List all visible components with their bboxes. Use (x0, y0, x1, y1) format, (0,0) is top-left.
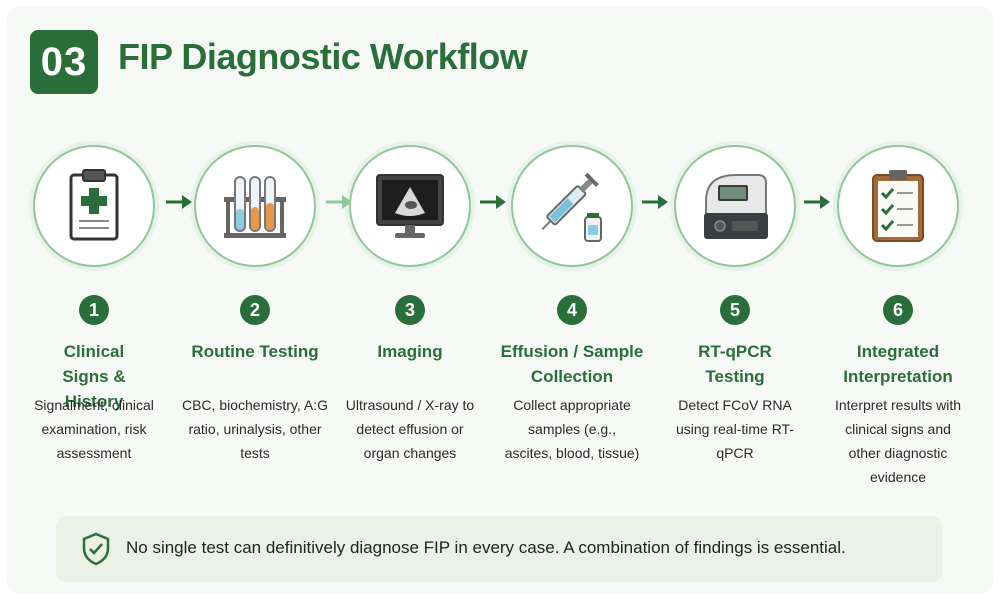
shield-check-icon (82, 532, 110, 566)
arrow-right-icon (802, 192, 832, 212)
step-description: Signalment, clinical examination, risk a… (34, 397, 154, 461)
step-number: 5 (720, 295, 750, 325)
workflow-step-5: 5 RT-qPCR Testing Detect FCoV RNA using … (655, 145, 815, 465)
ultrasound-monitor-icon (376, 174, 444, 238)
step-description: Interpret results with clinical signs an… (834, 397, 962, 485)
step-number: 1 (79, 295, 109, 325)
workflow-step-6: 6 Integrated Interpretation Interpret re… (818, 145, 978, 489)
step-number: 2 (240, 295, 270, 325)
arrow-right-icon (164, 192, 194, 212)
key-note-banner: No single test can definitively diagnose… (56, 516, 942, 582)
step-description: CBC, biochemistry, A:G ratio, urinalysis… (181, 397, 328, 461)
workflow-step-2: 2 Routine Testing CBC, biochemistry, A:G… (175, 145, 335, 465)
step-number: 3 (395, 295, 425, 325)
test-tubes-icon (224, 176, 286, 238)
step-4-icon-circle (511, 145, 633, 267)
step-2-icon-circle (194, 145, 316, 267)
page-title: FIP Diagnostic Workflow (118, 36, 528, 77)
step-description: Ultrasound / X-ray to detect effusion or… (345, 397, 475, 461)
arrow-right-icon (324, 192, 354, 212)
step-5-icon-circle (674, 145, 796, 267)
arrow-right-icon (640, 192, 670, 212)
clipboard-medical-icon (69, 169, 119, 241)
syringe-vial-icon (541, 172, 602, 242)
step-number: 6 (883, 295, 913, 325)
step-title: Effusion / Sample Collection (500, 342, 644, 386)
step-description: Collect appropriate samples (e.g., ascit… (504, 397, 640, 461)
checklist-clipboard-icon (872, 170, 924, 242)
step-6-icon-circle (837, 145, 959, 267)
arrow-right-icon (478, 192, 508, 212)
section-number-badge: 03 (30, 30, 98, 94)
step-3-icon-circle (349, 145, 471, 267)
step-title: Integrated Interpretation (843, 342, 953, 386)
workflow-step-4: 4 Effusion / Sample Collection Collect a… (492, 145, 652, 465)
workflow-step-3: 3 Imaging Ultrasound / X-ray to detect e… (330, 145, 490, 465)
step-title: Clinical Signs & History (62, 342, 126, 411)
pcr-machine-icon (704, 174, 768, 239)
step-1-icon-circle (33, 145, 155, 267)
step-title: Routine Testing (191, 342, 319, 361)
workflow-card (6, 6, 994, 594)
step-number: 4 (557, 295, 587, 325)
step-title: RT-qPCR Testing (698, 342, 772, 386)
step-description: Detect FCoV RNA using real-time RT-qPCR (675, 397, 794, 461)
workflow-step-1: 1 Clinical Signs & History Signalment, c… (14, 145, 174, 465)
note-text: No single test can definitively diagnose… (126, 538, 846, 557)
step-title: Imaging (377, 342, 443, 361)
